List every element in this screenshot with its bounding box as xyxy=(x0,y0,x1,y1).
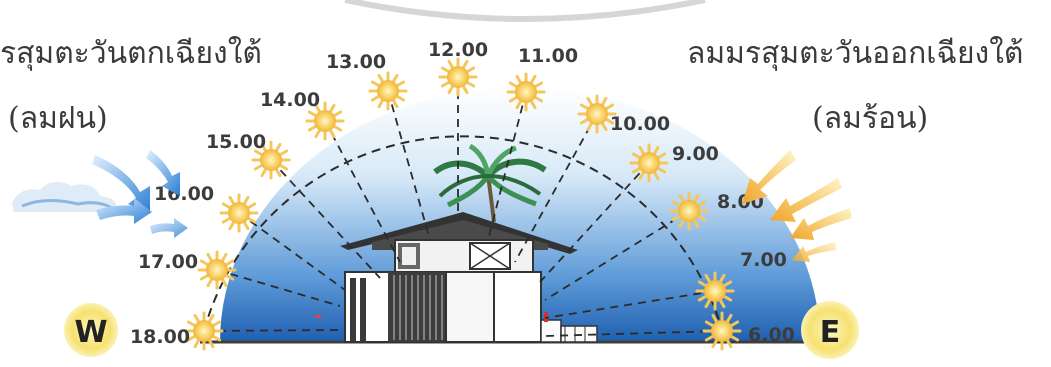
sun-icon xyxy=(197,250,237,290)
time-label: 7.00 xyxy=(740,249,787,271)
west-compass: W xyxy=(64,303,118,357)
time-label: 10.00 xyxy=(610,113,670,135)
sun-ray xyxy=(387,90,431,241)
sun-ray xyxy=(487,91,527,241)
sun-icon xyxy=(438,57,478,97)
sun-icon xyxy=(695,271,735,311)
sun-icon xyxy=(702,311,742,351)
sun-icon xyxy=(506,72,546,112)
sun-ray xyxy=(324,120,401,263)
palm-tree-icon xyxy=(433,143,547,223)
sun-icon xyxy=(629,143,669,183)
sun-ray xyxy=(238,212,346,291)
time-label: 11.00 xyxy=(518,45,578,67)
time-label: 14.00 xyxy=(260,89,320,111)
sun-icon xyxy=(219,193,259,233)
sun-ray xyxy=(544,290,716,319)
east-label: E xyxy=(820,315,841,350)
time-label: 18.00 xyxy=(130,326,190,348)
time-label: 9.00 xyxy=(672,143,719,165)
sun-icon xyxy=(368,71,408,111)
sun-rays xyxy=(203,77,723,337)
sun-ray xyxy=(216,269,341,307)
sun-icon xyxy=(669,191,709,231)
east-wind-subtitle: (ลมร้อน) xyxy=(812,101,929,136)
west-wind-title: รสุมตะวันตกเฉียงใต้ xyxy=(0,36,262,71)
sun-icon xyxy=(577,94,617,134)
time-label: 12.00 xyxy=(428,39,488,61)
sun-ray xyxy=(544,330,723,337)
west-wind-subtitle: (ลมฝน) xyxy=(8,101,108,136)
house-icon xyxy=(315,212,598,343)
time-label: 15.00 xyxy=(206,131,266,153)
wind-arrow-icon xyxy=(742,150,852,262)
sun-path-arc xyxy=(203,135,723,332)
time-label: 13.00 xyxy=(326,51,386,73)
sun-positions: 6.007.008.009.0010.0011.0012.0013.0014.0… xyxy=(130,39,795,351)
wind-arrow-icon xyxy=(92,150,188,238)
west-label: W xyxy=(74,315,107,350)
sun-icon xyxy=(184,311,224,351)
sun-ray xyxy=(203,329,341,332)
cloud-icon xyxy=(12,181,117,212)
sun-ray xyxy=(270,159,381,279)
sun-icon xyxy=(305,101,345,141)
sun-ray xyxy=(544,210,690,301)
time-label: 17.00 xyxy=(138,251,198,273)
east-wind-title: ลมมรสุมตะวันออกเฉียงใต้ xyxy=(687,36,1024,71)
sun-icon xyxy=(251,140,291,180)
east-compass: E xyxy=(801,301,859,359)
sun-ray xyxy=(514,113,598,263)
time-label: 6.00 xyxy=(748,324,795,346)
decorative-arch xyxy=(344,0,706,22)
